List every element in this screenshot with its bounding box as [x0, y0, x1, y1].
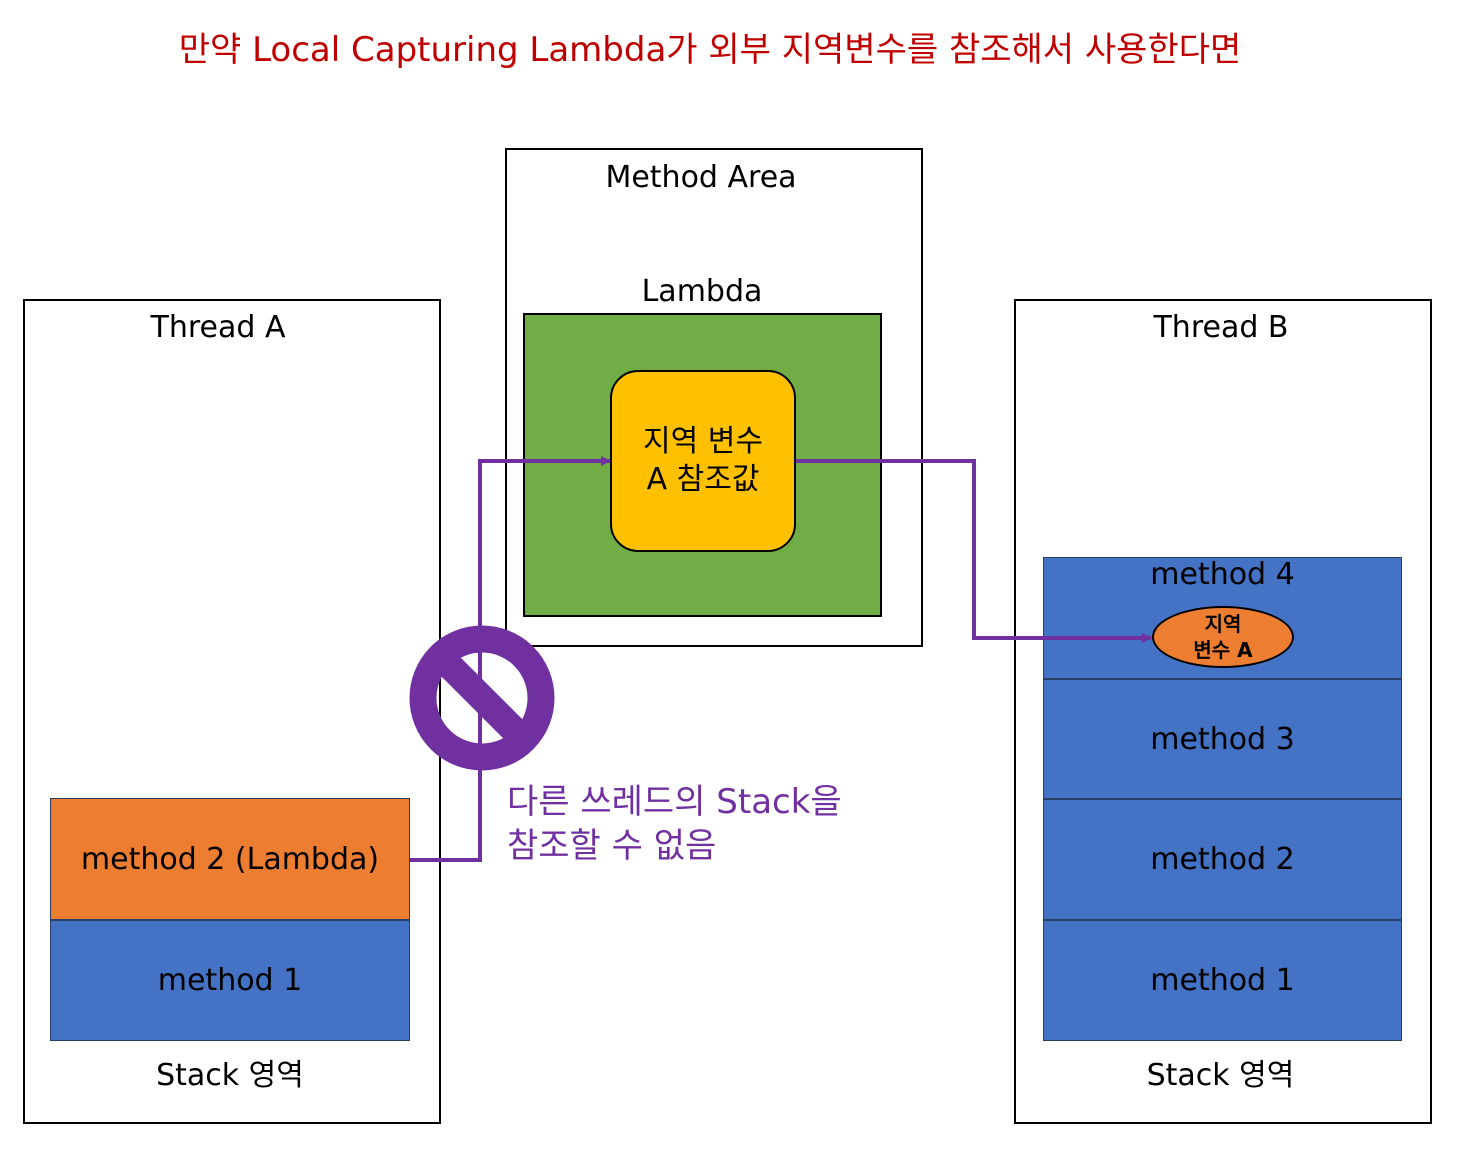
lambda-to-thread-b-arrow — [796, 459, 1152, 643]
thread-b-frame-method-1: method 1 — [1043, 920, 1402, 1041]
thread-b-frame-method-3: method 3 — [1043, 679, 1402, 799]
thread-a-label: Thread A — [150, 310, 286, 345]
thread-b-frame-method-2: method 2 — [1043, 799, 1402, 920]
thread-b-frame-method-4-label: method 4 — [1150, 557, 1295, 592]
thread-a-to-lambda-arrow — [410, 456, 611, 862]
local-var-a-ellipse: 지역 변수 A — [1152, 606, 1294, 668]
thread-a-stack-label: Stack 영역 — [156, 1058, 304, 1093]
local-var-ref-box: 지역 변수 A 참조값 — [610, 370, 796, 552]
local-var-a-line1: 지역 — [1204, 612, 1242, 636]
blocked-note-line2: 참조할 수 없음 — [507, 826, 717, 866]
thread-b-stack-label: Stack 영역 — [1146, 1058, 1295, 1093]
lambda-label: Lambda — [641, 274, 763, 309]
no-entry-icon — [409, 625, 555, 771]
local-var-ref-line1: 지역 변수 — [643, 424, 763, 459]
local-var-ref-line2: A 참조값 — [646, 462, 760, 497]
blocked-note-line1: 다른 쓰레드의 Stack을 — [507, 782, 842, 822]
diagram-title: 만약 Local Capturing Lambda가 외부 지역변수를 참조해서… — [178, 30, 1242, 70]
method-area-label: Method Area — [605, 160, 797, 195]
thread-a-frame-method-2: method 2 (Lambda) — [50, 798, 410, 920]
thread-a-frame-method-1: method 1 — [50, 920, 410, 1041]
blocked-note: 다른 쓰레드의 Stack을 참조할 수 없음 — [507, 780, 927, 868]
local-var-a-line2: 변수 A — [1193, 638, 1253, 662]
thread-b-label: Thread B — [1153, 310, 1289, 345]
